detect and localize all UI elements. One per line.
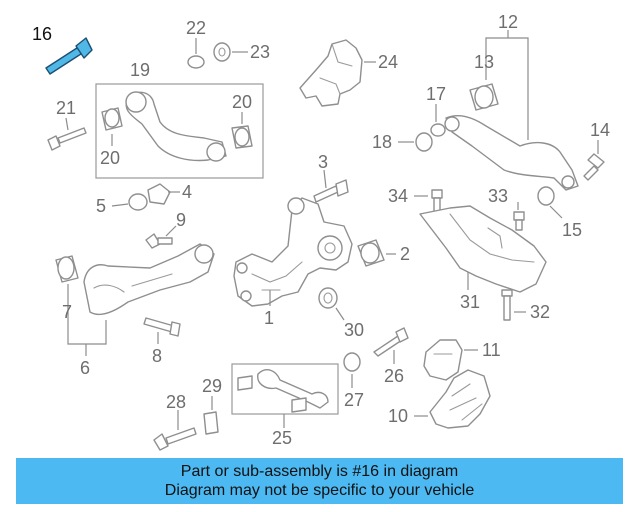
part-28-bolt[interactable] xyxy=(153,427,197,451)
part-2-bushing[interactable] xyxy=(357,239,385,267)
part-1-knuckle[interactable] xyxy=(233,197,353,307)
callout-28[interactable]: 28 xyxy=(166,392,186,412)
part-25-link[interactable] xyxy=(257,369,329,409)
callout-9[interactable]: 9 xyxy=(176,210,186,230)
callout-7[interactable]: 7 xyxy=(62,302,72,322)
part-11-bracket[interactable] xyxy=(423,339,463,381)
part-9-bolt[interactable] xyxy=(145,233,173,249)
part-23-nut[interactable] xyxy=(213,42,231,62)
callout-8[interactable]: 8 xyxy=(152,346,162,366)
group-bracket-6 xyxy=(67,284,107,356)
part-10-bracket[interactable] xyxy=(429,369,491,429)
callout-15[interactable]: 15 xyxy=(562,220,582,240)
part-12-lower-arm[interactable] xyxy=(444,114,579,191)
callout-11[interactable]: 11 xyxy=(482,340,501,360)
callout-1[interactable]: 1 xyxy=(264,308,274,328)
part-27-nut[interactable] xyxy=(343,352,361,372)
callout-16[interactable]: 16 xyxy=(32,24,52,44)
part-18-nut[interactable] xyxy=(415,132,433,152)
callout-23[interactable]: 23 xyxy=(250,42,270,62)
callout-18[interactable]: 18 xyxy=(372,132,392,152)
part-22-ring[interactable] xyxy=(187,55,205,69)
part-21-bolt[interactable] xyxy=(47,127,87,151)
callout-31[interactable]: 31 xyxy=(460,292,480,312)
callout-22[interactable]: 22 xyxy=(186,18,206,38)
part-19-upper-arm[interactable] xyxy=(125,91,227,162)
callout-32[interactable]: 32 xyxy=(530,302,550,322)
callout-34[interactable]: 34 xyxy=(388,186,408,206)
callout-20-right[interactable]: 20 xyxy=(232,92,252,112)
part-24-bracket[interactable] xyxy=(299,39,363,107)
part-34-bolt[interactable] xyxy=(431,189,443,213)
callout-13[interactable]: 13 xyxy=(474,52,494,72)
callout-4[interactable]: 4 xyxy=(182,182,192,202)
banner-line-disclaimer: Diagram may not be specific to your vehi… xyxy=(164,482,475,499)
callout-26[interactable]: 26 xyxy=(384,366,404,386)
part-4-washer[interactable] xyxy=(147,183,171,205)
part-8-bolt[interactable] xyxy=(143,317,181,337)
callout-30[interactable]: 30 xyxy=(344,320,364,340)
part-3-bolt[interactable] xyxy=(313,179,349,203)
callout-27[interactable]: 27 xyxy=(344,390,364,410)
part-33-bolt[interactable] xyxy=(513,211,525,231)
callout-3[interactable]: 3 xyxy=(318,152,328,172)
part-25-bushing-right[interactable] xyxy=(291,397,307,413)
group-bracket-12 xyxy=(485,30,529,140)
callout-6[interactable]: 6 xyxy=(80,358,90,378)
part-6-lower-arm[interactable] xyxy=(83,243,215,316)
part-32-bolt[interactable] xyxy=(501,289,513,321)
part-14-bolt[interactable] xyxy=(583,153,605,181)
part-25-bushing-left[interactable] xyxy=(237,375,253,391)
part-20-bushing-right[interactable] xyxy=(231,125,253,149)
callout-10[interactable]: 10 xyxy=(388,406,408,426)
banner-line-part-info: Part or sub-assembly is #16 in diagram xyxy=(180,463,459,480)
callout-12[interactable]: 12 xyxy=(498,12,518,32)
part-29-clip[interactable] xyxy=(203,411,219,435)
part-30-bushing[interactable] xyxy=(318,287,338,309)
part-5-nut[interactable] xyxy=(128,193,148,211)
callout-17[interactable]: 17 xyxy=(426,84,446,104)
callout-19[interactable]: 19 xyxy=(130,60,150,80)
part-26-bolt[interactable] xyxy=(373,327,409,357)
part-13-bushing[interactable] xyxy=(469,83,499,111)
part-15-nut[interactable] xyxy=(537,186,555,206)
callout-14[interactable]: 14 xyxy=(590,120,610,140)
part-17-ring[interactable] xyxy=(430,123,446,137)
callout-5[interactable]: 5 xyxy=(96,196,106,216)
callout-33[interactable]: 33 xyxy=(488,186,508,206)
info-banner: Part or sub-assembly is #16 in diagram D… xyxy=(16,458,623,504)
part-31-shield[interactable] xyxy=(419,205,547,293)
callout-2[interactable]: 2 xyxy=(400,244,410,264)
callout-29[interactable]: 29 xyxy=(202,376,222,396)
callout-25[interactable]: 25 xyxy=(272,428,292,448)
part-7-bushing[interactable] xyxy=(55,255,79,283)
group-box-19 xyxy=(95,83,264,179)
part-16-bolt[interactable] xyxy=(45,37,93,75)
part-20-bushing-left[interactable] xyxy=(101,107,123,131)
callout-21[interactable]: 21 xyxy=(56,98,76,118)
callout-24[interactable]: 24 xyxy=(378,52,398,72)
callout-20-left[interactable]: 20 xyxy=(100,148,120,168)
group-box-25 xyxy=(231,363,339,415)
